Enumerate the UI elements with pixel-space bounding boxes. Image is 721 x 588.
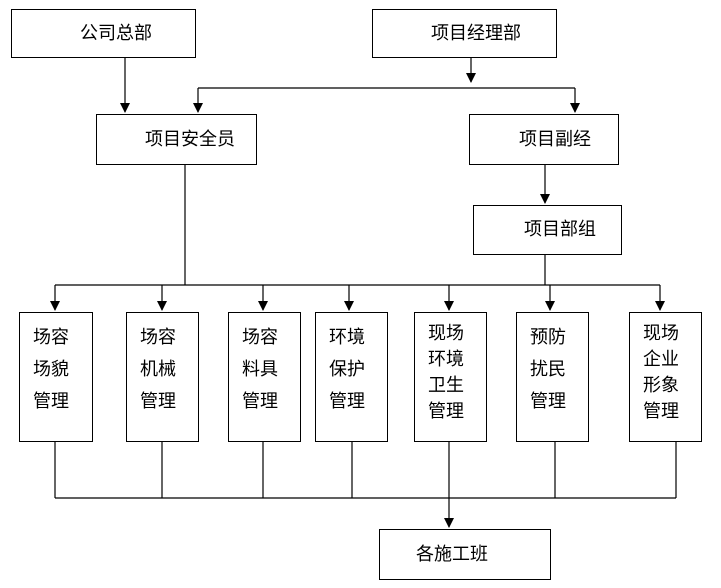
leaf-line: 场貌: [33, 359, 69, 380]
leaf-line: 形象: [643, 375, 679, 396]
construction-teams-box: 各施工班: [379, 529, 551, 580]
project-manager-dept-box: 项目经理部: [372, 9, 557, 58]
leaf-line: 管理: [140, 391, 176, 412]
leaf-site-materials: 场容 料具 管理: [228, 312, 301, 442]
leaf-line: 料具: [242, 359, 278, 380]
safety-officer-label: 项目安全员: [145, 128, 235, 150]
construction-teams-label: 各施工班: [416, 543, 488, 565]
dept-group-label: 项目部组: [524, 219, 596, 240]
safety-officer-box: 项目安全员: [96, 114, 257, 165]
leaf-site-appearance: 场容 场貌 管理: [19, 312, 93, 442]
leaf-environment-protection: 环境 保护 管理: [315, 312, 388, 442]
leaf-line: 场容: [140, 327, 176, 348]
leaf-line: 机械: [140, 359, 176, 380]
leaf-line: 管理: [33, 391, 69, 412]
company-hq-label: 公司总部: [80, 22, 152, 44]
leaf-line: 保护: [329, 359, 365, 380]
leaf-site-machinery: 场容 机械 管理: [126, 312, 199, 442]
leaf-line: 现场: [643, 323, 679, 344]
deputy-manager-box: 项目副经: [469, 114, 619, 165]
leaf-line: 环境: [329, 327, 365, 348]
deputy-manager-label: 项目副经: [519, 128, 591, 150]
leaf-line: 管理: [530, 391, 566, 412]
leaf-line: 预防: [530, 327, 566, 348]
leaf-line: 卫生: [428, 375, 464, 396]
project-manager-dept-label: 项目经理部: [431, 22, 521, 44]
dept-group-box: 项目部组: [473, 205, 622, 255]
leaf-line: 环境: [428, 349, 464, 370]
leaf-line: 管理: [242, 391, 278, 412]
leaf-line: 现场: [428, 323, 464, 344]
leaf-site-hygiene: 现场 环境 卫生 管理: [414, 312, 487, 442]
leaf-corporate-image: 现场 企业 形象 管理: [629, 312, 702, 442]
leaf-line: 扰民: [530, 359, 566, 380]
leaf-line: 场容: [33, 327, 69, 348]
leaf-line: 管理: [329, 391, 365, 412]
leaf-disturbance-prevention: 预防 扰民 管理: [516, 312, 589, 442]
leaf-line: 企业: [643, 349, 679, 370]
company-hq-box: 公司总部: [11, 9, 196, 58]
leaf-line: 场容: [242, 327, 278, 348]
leaf-line: 管理: [643, 401, 679, 422]
leaf-line: 管理: [428, 401, 464, 422]
